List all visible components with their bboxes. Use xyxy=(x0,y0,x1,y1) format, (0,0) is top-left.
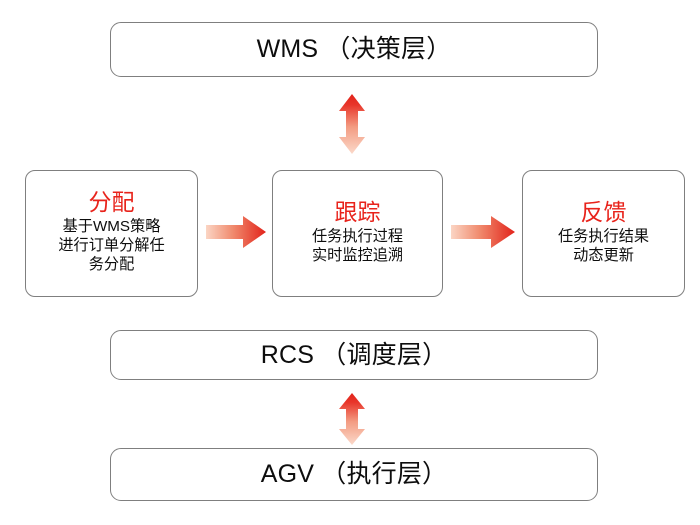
layer-box-rcs[interactable]: RCS （调度层） xyxy=(110,330,598,380)
process-box-track-body: 任务执行过程 实时监控追溯 xyxy=(311,227,404,264)
process-box-track[interactable]: 跟踪 任务执行过程 实时监控追溯 xyxy=(272,170,443,297)
process-box-feedback-body: 任务执行结果 动态更新 xyxy=(557,227,650,264)
layer-box-agv-label: AGV （执行层） xyxy=(260,460,448,488)
process-box-allocate-body: 基于WMS策略 进行订单分解任 务分配 xyxy=(58,218,165,274)
process-box-allocate-title: 分配 xyxy=(88,189,135,216)
layer-box-wms[interactable]: WMS （决策层） xyxy=(110,22,598,77)
right-arrow-allocate-to-track xyxy=(205,212,267,252)
double-headed-vertical-arrow-wms-process xyxy=(334,93,370,155)
layer-box-rcs-label: RCS （调度层） xyxy=(260,340,448,369)
right-arrow-track-to-feedback xyxy=(450,212,516,252)
layer-box-agv[interactable]: AGV （执行层） xyxy=(110,448,598,501)
process-box-track-title: 跟踪 xyxy=(334,198,381,225)
process-box-feedback-title: 反馈 xyxy=(580,198,627,225)
process-box-allocate[interactable]: 分配 基于WMS策略 进行订单分解任 务分配 xyxy=(25,170,198,297)
double-headed-vertical-arrow-rcs-agv xyxy=(334,392,370,446)
process-box-feedback[interactable]: 反馈 任务执行结果 动态更新 xyxy=(522,170,685,297)
layer-box-wms-label: WMS （决策层） xyxy=(256,35,452,63)
